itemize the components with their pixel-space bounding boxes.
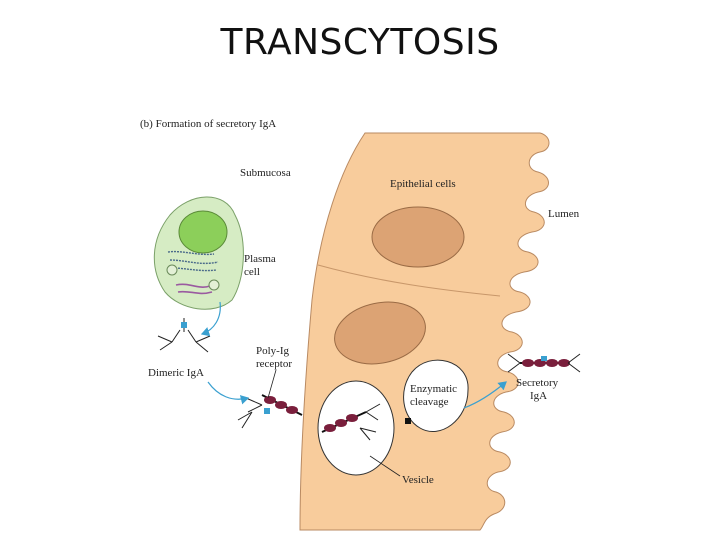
- vesicle-iga: [321, 403, 381, 441]
- panel-title: (b) Formation of secretory IgA: [140, 118, 276, 130]
- lumen-vesicle: [403, 359, 469, 433]
- epithelial-nucleus-lower: [334, 301, 426, 365]
- submucosa-label: Submucosa: [240, 167, 291, 179]
- vesicle: [317, 380, 395, 476]
- secretory-label-1: Secretory: [516, 377, 559, 389]
- arrow-to-lumen: [463, 381, 507, 409]
- epithelial-cells-label: Epithelial cells: [390, 178, 456, 190]
- enzymatic-label-1: Enzymatic: [410, 383, 457, 395]
- vesicle-label: Vesicle: [402, 474, 434, 486]
- lumen-label: Lumen: [548, 208, 580, 220]
- poly-ig-leader: [267, 369, 277, 399]
- plasma-cell-nucleus: [178, 210, 228, 254]
- plasma-label-1: Plasma: [244, 253, 276, 265]
- cleavage-marker: [405, 418, 411, 424]
- plasma-label-2: cell: [244, 266, 260, 278]
- poly-ig-label-1: Poly-Ig: [256, 345, 290, 357]
- secretory-iga: [507, 353, 581, 373]
- vesicle-leader: [369, 455, 401, 477]
- slide-title: TRANSCYTOSIS: [220, 22, 500, 63]
- plasma-cell: [153, 196, 244, 310]
- dimeric-iga: [157, 318, 211, 353]
- secretory-label-2: IgA: [530, 390, 547, 402]
- epithelial-nucleus-upper: [371, 206, 465, 268]
- poly-ig-receptor: [237, 394, 303, 429]
- arrow-iga-to-receptor: [207, 381, 250, 405]
- arrow-plasma-to-iga: [200, 301, 221, 337]
- enzymatic-label-2: cleavage: [410, 396, 449, 408]
- poly-ig-label-2: receptor: [256, 358, 292, 370]
- dimeric-iga-label: Dimeric IgA: [148, 367, 204, 379]
